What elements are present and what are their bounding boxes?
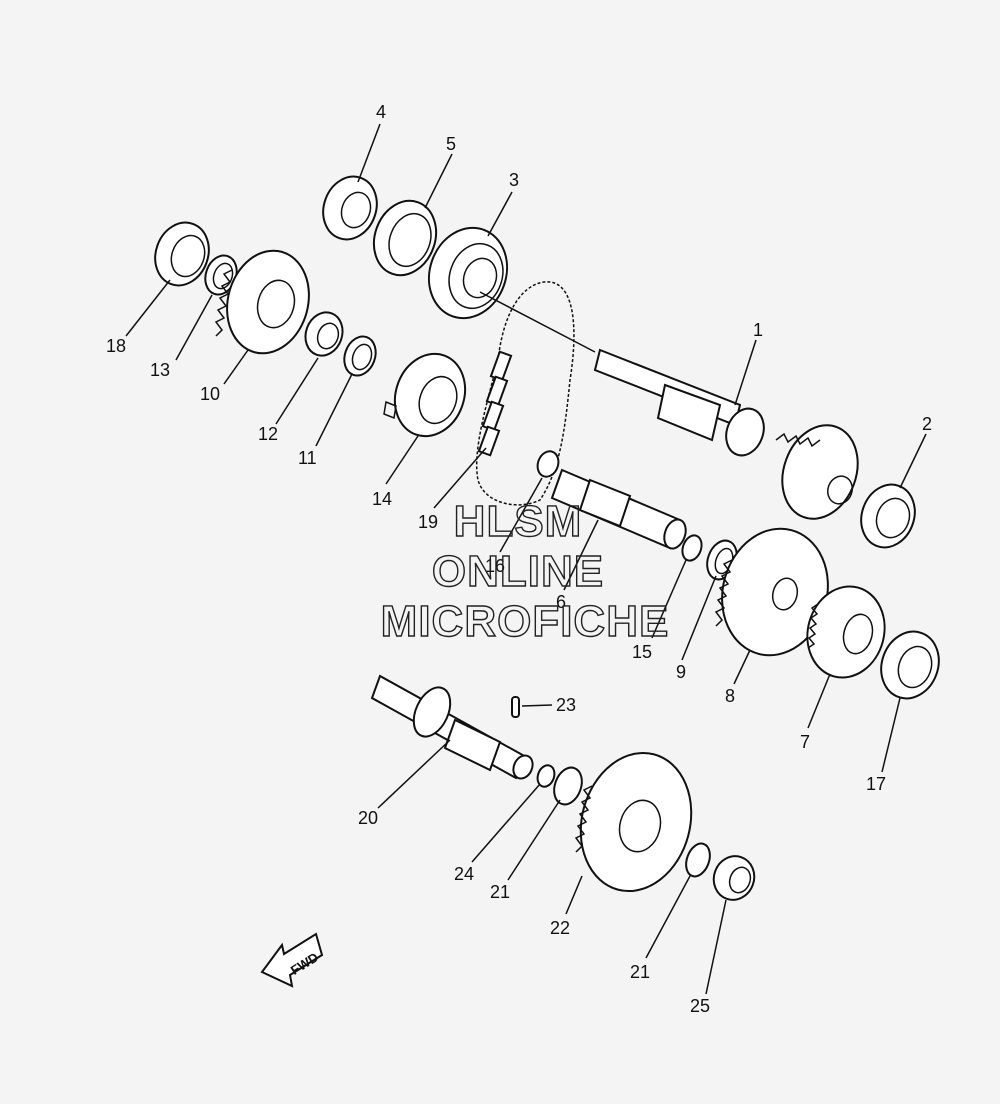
label-23: 23: [556, 695, 576, 715]
label-8: 8: [725, 686, 735, 706]
part-10-gear: [214, 249, 310, 355]
label-25: 25: [690, 996, 710, 1016]
part-7-gear: [806, 585, 886, 679]
part-11-washer: [343, 335, 377, 377]
watermark-line-2: ONLINE: [432, 547, 604, 596]
label-1: 1: [753, 320, 763, 340]
leader-lines: [125, 123, 927, 995]
part-23-pin: [511, 696, 520, 718]
label-24: 24: [454, 864, 474, 884]
part-18-bearing: [154, 221, 210, 287]
fwd-arrow-icon: FWD: [260, 932, 324, 988]
part-16-o-ring: [536, 450, 560, 478]
label-21-lower: 21: [630, 962, 650, 982]
part-22-gear: [574, 751, 693, 893]
part-14-dog-clutch: [383, 352, 467, 438]
part-15-ring: [681, 534, 703, 562]
part-6-splined-shaft: [550, 468, 687, 550]
label-13: 13: [150, 360, 170, 380]
part-19-chain: [475, 281, 575, 506]
label-14: 14: [372, 489, 392, 509]
label-5: 5: [446, 134, 456, 154]
callout-labels: 4 5 3 1 2 18 13 10 12 11 14 19 16 6 15 9…: [106, 102, 932, 1016]
label-4: 4: [376, 102, 386, 122]
label-9: 9: [676, 662, 686, 682]
label-12: 12: [258, 424, 278, 444]
part-1-main-shaft: [479, 291, 859, 520]
label-6: 6: [556, 592, 566, 612]
watermark-line-3: MICROFICHE: [381, 597, 670, 646]
label-19: 19: [418, 512, 438, 532]
part-25-bushing: [712, 855, 756, 901]
part-24-ring: [536, 764, 556, 788]
part-12-needle-bearing: [304, 311, 344, 357]
label-17: 17: [866, 774, 886, 794]
part-21-circlip-lower: [685, 842, 711, 878]
label-22: 22: [550, 918, 570, 938]
part-13-washer: [204, 254, 238, 296]
label-15: 15: [632, 642, 652, 662]
label-16: 16: [485, 556, 505, 576]
label-7: 7: [800, 732, 810, 752]
watermark: HLSM ONLINE MICROFICHE: [380, 496, 670, 646]
part-17-bearing: [880, 630, 940, 700]
label-18: 18: [106, 336, 126, 356]
label-20: 20: [358, 808, 378, 828]
label-2: 2: [922, 414, 932, 434]
label-21-upper: 21: [490, 882, 510, 902]
watermark-line-1: HLSM: [454, 497, 583, 546]
part-2-bearing: [860, 483, 916, 549]
part-5-ring: [372, 199, 438, 277]
label-10: 10: [200, 384, 220, 404]
label-3: 3: [509, 170, 519, 190]
part-20-output-shaft: [370, 674, 534, 780]
part-21-circlip-upper: [553, 766, 583, 806]
label-11: 11: [298, 448, 317, 468]
part-4-oil-seal: [322, 175, 378, 241]
